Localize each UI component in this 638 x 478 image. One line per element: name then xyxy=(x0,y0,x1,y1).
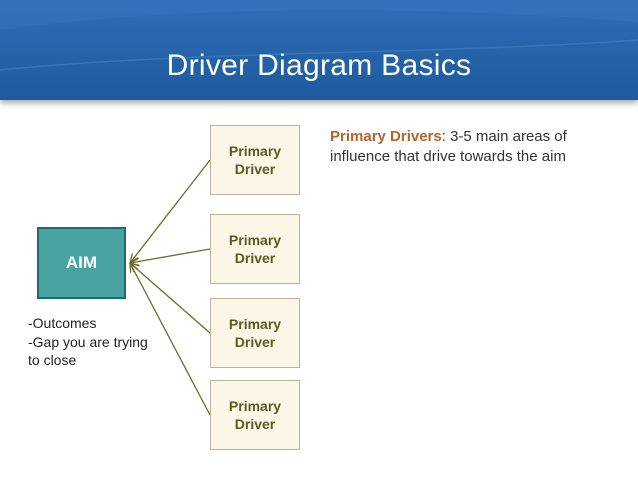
primary-driver-label: Primary Driver xyxy=(228,143,282,177)
connector-line-3 xyxy=(130,263,211,334)
primary-driver-label: Primary Driver xyxy=(228,316,282,350)
aim-notes: -Outcomes -Gap you are trying to close xyxy=(28,314,178,370)
connector-line-2 xyxy=(130,248,211,263)
primary-driver-box-2: Primary Driver xyxy=(210,214,300,284)
slide-header: Driver Diagram Basics xyxy=(0,0,638,100)
note-separator: : xyxy=(441,128,446,145)
primary-drivers-note: Primary Drivers: 3-5 main areas of influ… xyxy=(330,127,620,167)
aim-box: AIM xyxy=(37,227,126,299)
primary-driver-box-4: Primary Driver xyxy=(210,380,300,450)
connector-line-1 xyxy=(130,159,211,263)
primary-driver-box-1: Primary Driver xyxy=(210,125,300,195)
slide-title: Driver Diagram Basics xyxy=(166,49,472,82)
connector-line-4 xyxy=(130,263,211,416)
note-title: Primary Drivers xyxy=(330,128,442,145)
note-text: 3-5 main areas of influence that drive t… xyxy=(330,128,567,165)
aim-note-line: -Gap you are trying xyxy=(28,333,148,350)
aim-label: AIM xyxy=(65,253,98,272)
aim-note-line: -Outcomes xyxy=(28,315,97,331)
primary-driver-box-3: Primary Driver xyxy=(210,298,300,368)
aim-note-line: to close xyxy=(28,352,77,368)
header-decoration xyxy=(0,0,638,71)
primary-driver-label: Primary Driver xyxy=(228,232,282,266)
primary-driver-label: Primary Driver xyxy=(228,398,282,432)
